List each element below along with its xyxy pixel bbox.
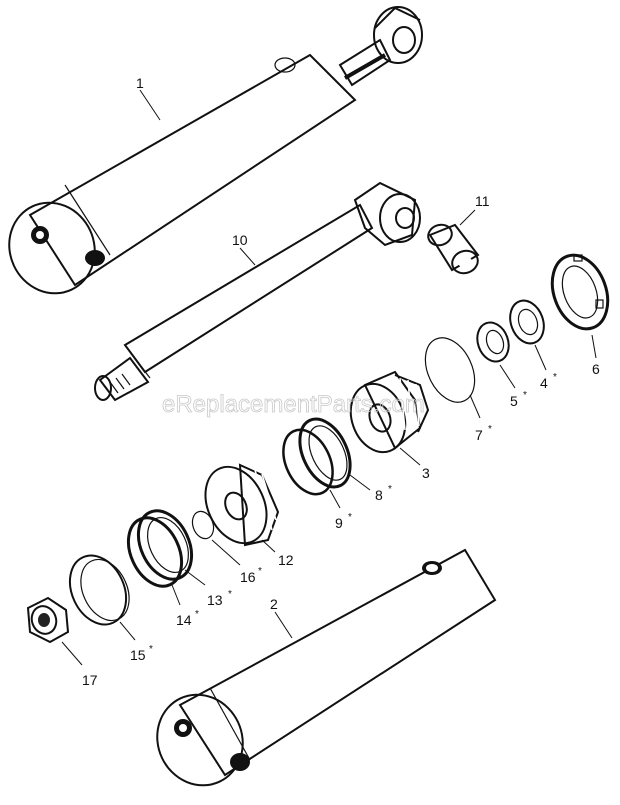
callout-11: 11: [475, 193, 490, 209]
callout-5: 5: [510, 393, 518, 409]
callout-4-leader: [534, 344, 547, 371]
callout-17-leader: [61, 641, 83, 666]
callout-5-leader: [499, 364, 516, 389]
callout-1-leader: [139, 89, 161, 121]
callout-15: 15: [130, 647, 146, 663]
callout-4-star: *: [553, 372, 557, 383]
callout-13-star: *: [228, 589, 232, 600]
callout-14-leader: [171, 584, 181, 606]
callout-6-leader: [591, 334, 597, 359]
callout-7-leader: [469, 394, 481, 419]
callout-7-star: *: [488, 424, 492, 435]
part-2-cylinder-tube: [156, 548, 497, 787]
callout-3-leader: [399, 447, 421, 466]
part-10-piston-rod: [94, 181, 421, 402]
callout-16-star: *: [258, 566, 262, 577]
callout-1: 1: [136, 75, 144, 91]
callout-17: 17: [82, 672, 98, 688]
part-16-o-ring: [191, 510, 215, 540]
callout-13: 13: [207, 592, 223, 608]
callout-16: 16: [240, 569, 256, 585]
callout-8: 8: [375, 487, 383, 503]
callout-6: 6: [592, 361, 600, 377]
callout-8-star: *: [388, 484, 392, 495]
callout-13-leader: [184, 569, 206, 586]
callout-2: 2: [270, 596, 278, 612]
part-11-bushing: [427, 223, 480, 275]
part-4-washer: [509, 299, 545, 345]
part-6-locknut: [550, 253, 610, 331]
callout-14: 14: [176, 612, 192, 628]
callout-8-leader: [349, 474, 371, 491]
callout-15-leader: [119, 621, 136, 641]
callout-14-star: *: [195, 609, 199, 620]
callout-12-leader: [261, 539, 276, 553]
part-1-cylinder-barrel: [8, 6, 423, 295]
callout-10: 10: [232, 232, 248, 248]
callout-16-leader: [211, 539, 241, 566]
part-7-o-ring: [424, 337, 476, 403]
callout-12: 12: [278, 552, 294, 568]
part-14-piston-seal: [126, 516, 184, 588]
part-8-backup-ring: [298, 417, 352, 489]
callout-2-leader: [274, 611, 293, 639]
part-3-gland: [349, 370, 430, 454]
callout-3: 3: [422, 465, 430, 481]
part-17-hex-nut: [26, 596, 70, 644]
part-5-seal: [476, 321, 510, 363]
callout-9: 9: [335, 515, 343, 531]
callout-11-leader: [459, 209, 476, 226]
callout-9-star: *: [348, 512, 352, 523]
callout-4: 4: [540, 375, 548, 391]
callout-15-star: *: [149, 644, 153, 655]
part-9-seal: [282, 428, 334, 496]
callout-7: 7: [475, 427, 483, 443]
watermark-text: eReplacementParts.com: [162, 391, 425, 418]
callout-9-leader: [329, 489, 341, 509]
callout-10-leader: [239, 247, 256, 266]
callout-5-star: *: [523, 390, 527, 401]
part-15-wear-ring: [68, 554, 130, 626]
